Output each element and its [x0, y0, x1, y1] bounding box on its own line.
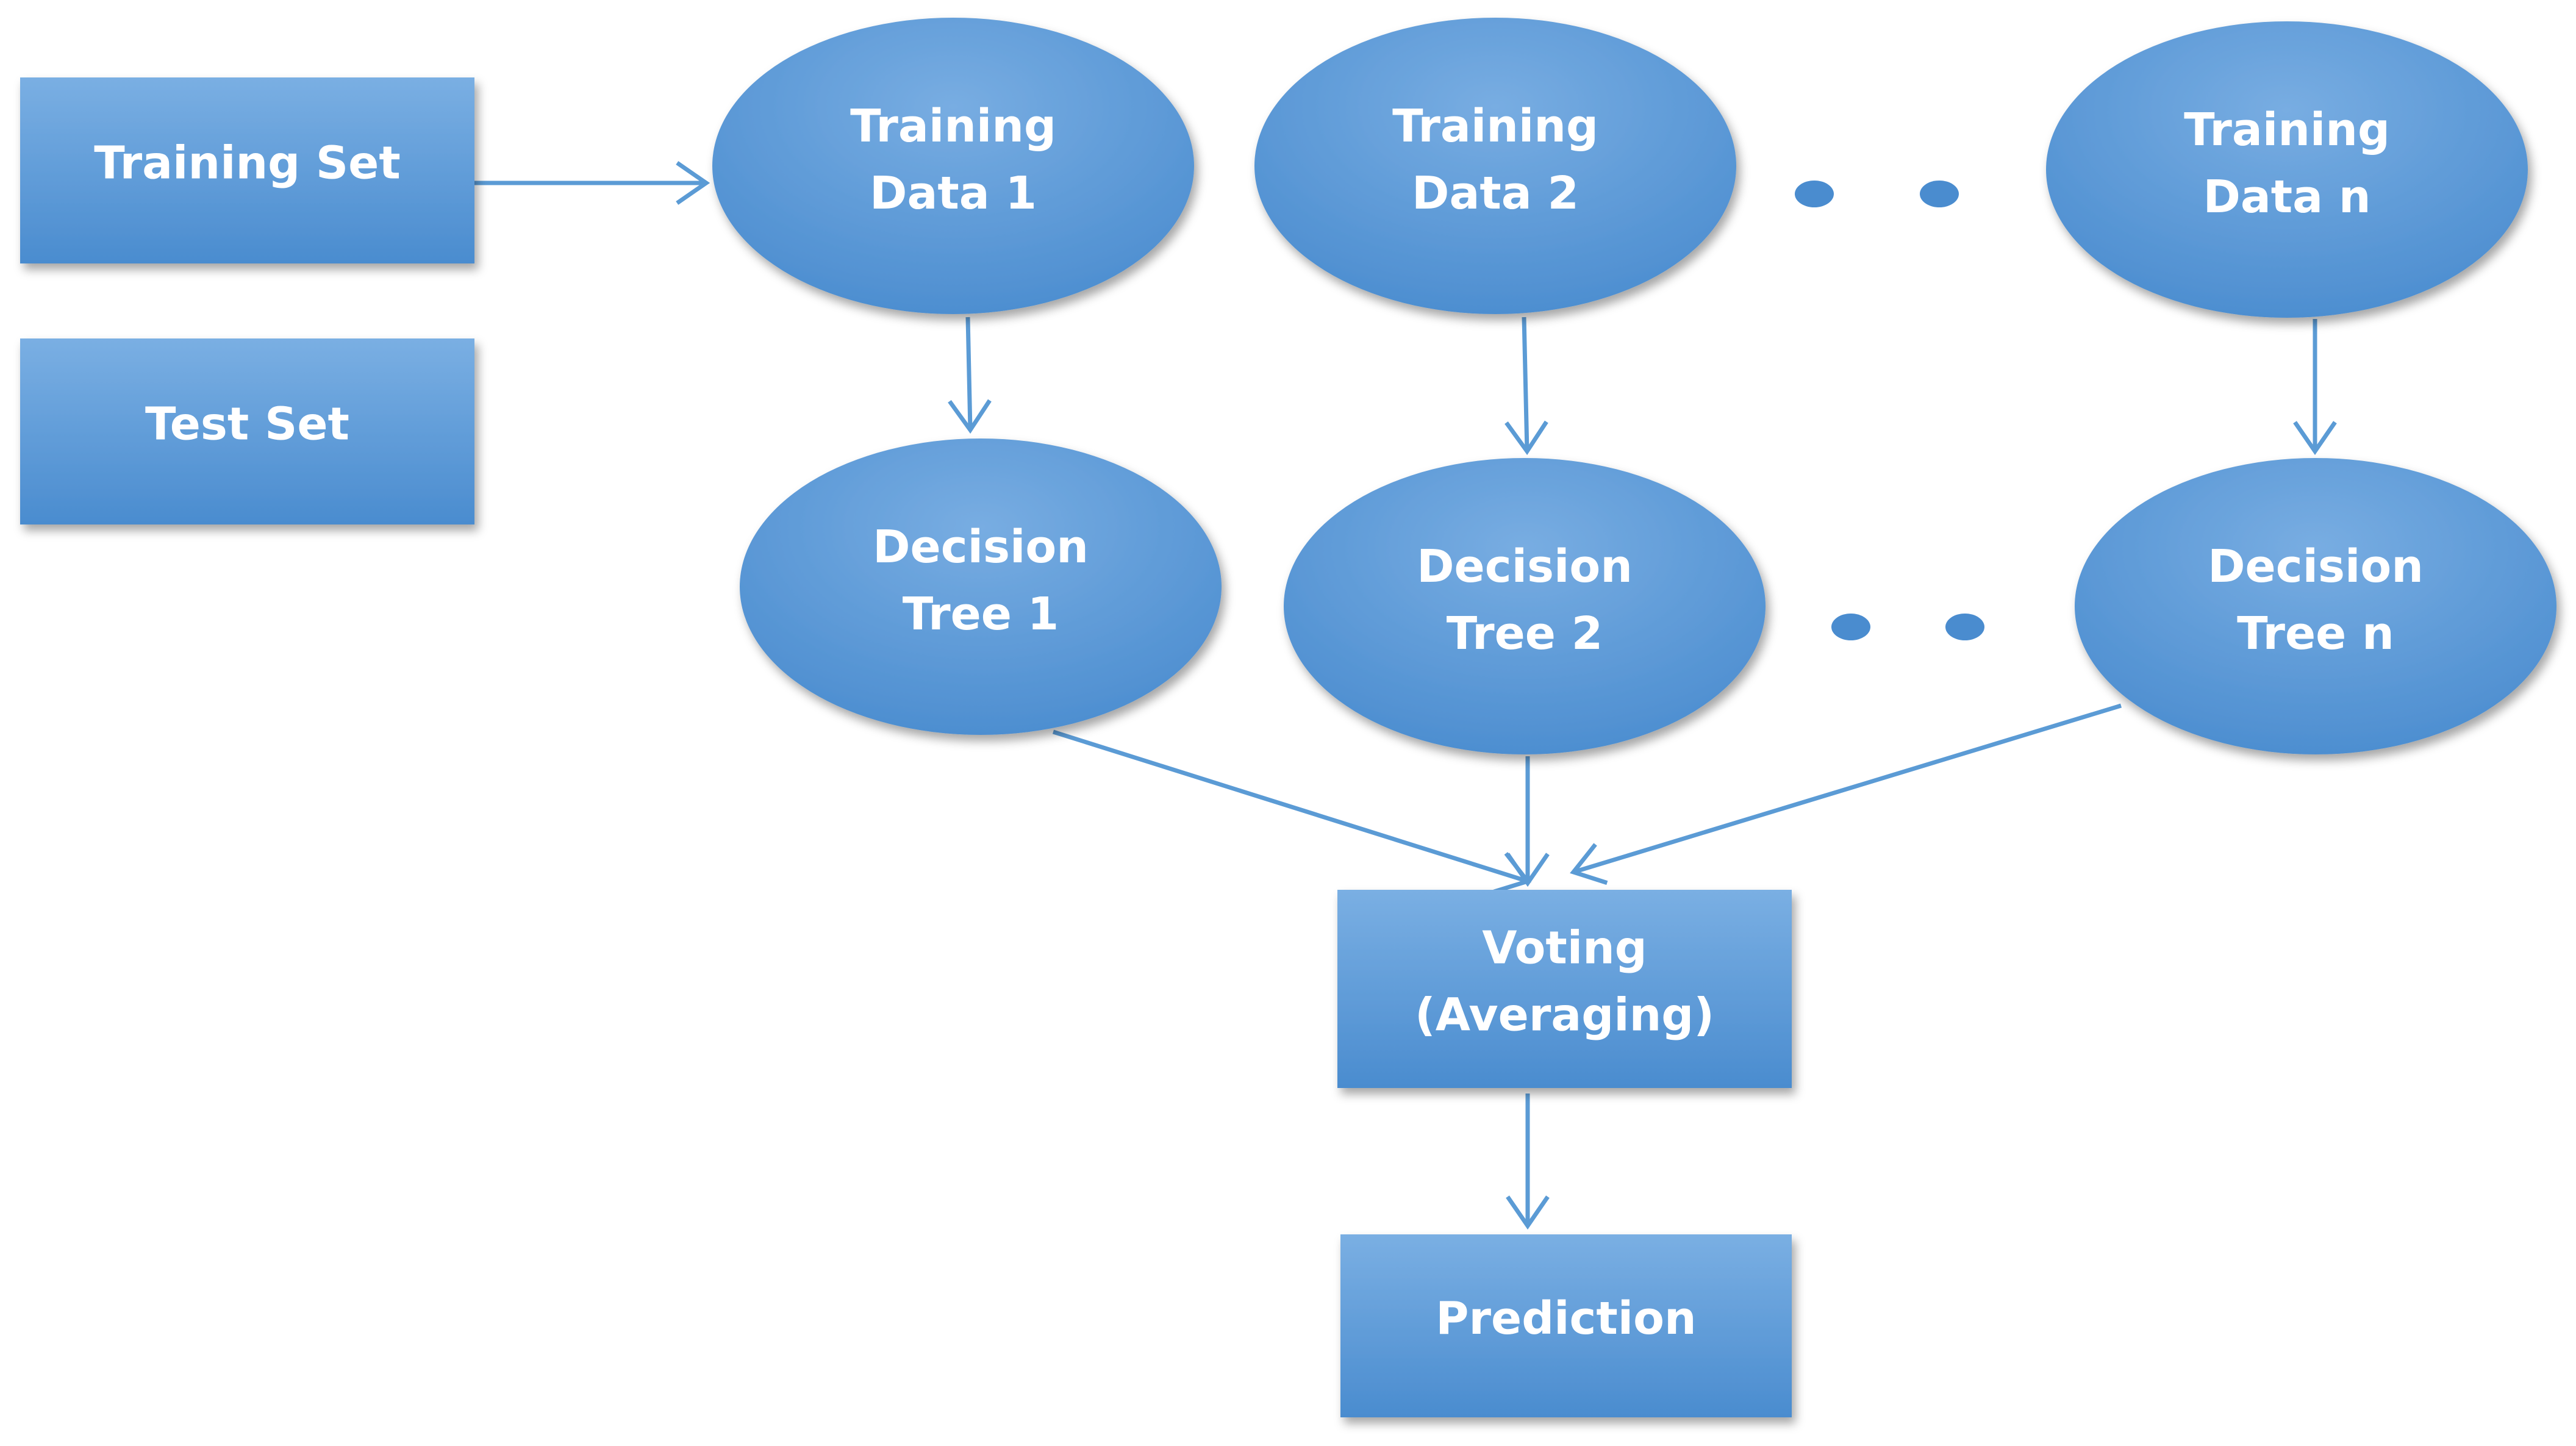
- test-set-box: [20, 338, 474, 524]
- decision-tree-2-ellipse: [1284, 458, 1766, 754]
- training-data-1-ellipse: [712, 18, 1194, 314]
- edge-training-data-2-to-decision-tree-2: [1504, 317, 1548, 456]
- ellipsis-dot-icon: [1920, 181, 1959, 207]
- decision-tree-n-label: Tree n: [2237, 607, 2394, 660]
- arrowhead-icon: [1506, 1195, 1550, 1230]
- training-data-2-ellipse: [1254, 18, 1736, 314]
- training-set-box: [20, 77, 474, 263]
- ellipsis-dot-icon: [1831, 614, 1870, 640]
- voting-box: [1337, 890, 1792, 1088]
- edge-decision-tree-n-to-voting: [1570, 703, 2122, 885]
- ellipsis-between-training-data: [1795, 181, 1959, 207]
- edges-layer: [474, 161, 2337, 1230]
- prediction-node: Prediction: [1340, 1234, 1792, 1417]
- arrowhead-icon: [676, 161, 710, 205]
- training-set-label: Training Set: [94, 137, 400, 190]
- edge-decision-tree-1-to-voting: [1052, 729, 1531, 894]
- ellipsis-dot-icon: [1945, 614, 1984, 640]
- training-data-2-label: Data 2: [1412, 167, 1579, 220]
- voting-label: Voting: [1482, 922, 1647, 975]
- edge-training-set-to-training-data-1: [474, 161, 710, 205]
- training-data-n-label: Training: [2184, 104, 2390, 156]
- ellipsis-dot-icon: [1795, 181, 1834, 207]
- prediction-box: [1340, 1234, 1792, 1417]
- test-set-node: Test Set: [20, 338, 474, 524]
- edge-line: [1572, 703, 2122, 875]
- training-data-1-label: Data 1: [870, 167, 1037, 220]
- edge-line: [1522, 317, 1530, 452]
- decision-tree-1-label: Decision: [873, 521, 1089, 573]
- edge-training-data-n-to-decision-tree-n: [2293, 319, 2337, 456]
- arrowhead-icon: [948, 399, 992, 434]
- edge-line: [1052, 729, 1529, 884]
- decision-tree-1-ellipse: [740, 438, 1222, 735]
- arrowhead-icon: [1504, 420, 1548, 456]
- edge-voting-to-prediction: [1506, 1093, 1550, 1230]
- voting-label: (Averaging): [1415, 989, 1714, 1042]
- decision-tree-2-label: Tree 2: [1447, 607, 1603, 660]
- ellipsis-between-decision-trees: [1831, 614, 1984, 640]
- training-data-1-label: Training: [850, 100, 1056, 152]
- decision-tree-1-label: Tree 1: [903, 588, 1059, 640]
- edge-line: [965, 317, 973, 431]
- training-data-n-label: Data n: [2203, 171, 2370, 223]
- decision-tree-n-label: Decision: [2208, 540, 2424, 593]
- decision-tree-2-label: Decision: [1417, 540, 1633, 593]
- training-data-2-label: Training: [1392, 100, 1598, 152]
- training-set-node: Training Set: [20, 77, 474, 263]
- voting-node: Voting (Averaging): [1337, 890, 1792, 1088]
- arrowhead-icon: [1570, 843, 1608, 885]
- training-data-n-ellipse: [2046, 21, 2528, 318]
- ellipsis-layer: [1795, 181, 1984, 640]
- edge-decision-tree-2-to-voting: [1506, 756, 1550, 887]
- prediction-label: Prediction: [1436, 1292, 1696, 1345]
- arrowhead-icon: [1506, 853, 1550, 887]
- test-set-label: Test Set: [145, 398, 349, 451]
- arrowhead-icon: [2293, 421, 2337, 456]
- edge-training-data-1-to-decision-tree-1: [948, 317, 992, 434]
- decision-tree-n-ellipse: [2075, 458, 2556, 754]
